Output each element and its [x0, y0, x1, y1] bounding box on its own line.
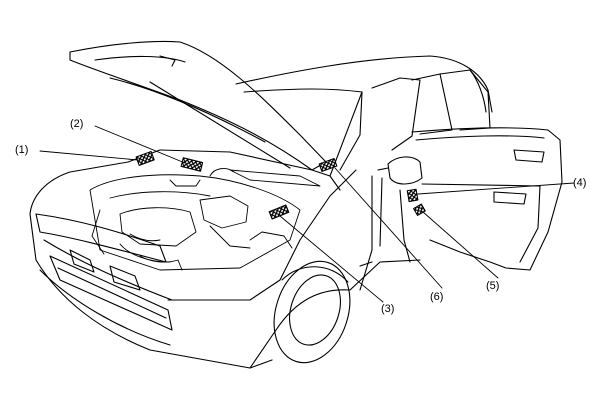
- callout-1: (1): [15, 144, 29, 156]
- label-tag-6: [318, 158, 338, 172]
- callout-5: (5): [486, 280, 500, 292]
- leader-lines: [39, 125, 575, 303]
- leader-line-4: [417, 182, 575, 195]
- leader-line-1: [39, 150, 139, 161]
- leader-line-3: [279, 215, 384, 303]
- leader-line-6: [334, 167, 443, 289]
- callout-6: (6): [430, 291, 444, 303]
- label-tag-1: [135, 151, 155, 166]
- callout-2: (2): [70, 118, 84, 130]
- callout-3: (3): [381, 303, 395, 315]
- open-hood: [69, 40, 327, 171]
- callout-4: (4): [573, 177, 587, 189]
- leader-line-2: [94, 125, 186, 164]
- label-tag-3: [268, 204, 290, 220]
- leader-line-5: [422, 211, 499, 279]
- label-tag-4: [406, 188, 419, 203]
- open-door: [359, 127, 563, 291]
- engine-bay: [89, 168, 321, 271]
- car-body: [29, 55, 493, 369]
- label-tag-5: [413, 203, 426, 216]
- label-tags: [135, 151, 426, 220]
- label-tag-2: [180, 157, 204, 172]
